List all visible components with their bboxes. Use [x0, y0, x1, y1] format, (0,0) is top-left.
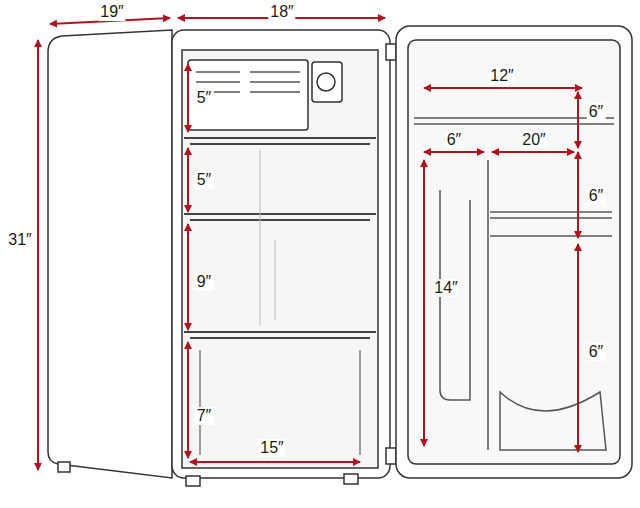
- dimension-line: [424, 87, 582, 89]
- dimension-line: [577, 152, 579, 238]
- rear-wall-line: [260, 150, 275, 325]
- door-shelf: [490, 212, 612, 218]
- dimension-label: 19″: [98, 3, 125, 21]
- dimension-label: 5″: [195, 89, 214, 107]
- dimension-line: [187, 64, 189, 132]
- door-liner: [408, 40, 620, 464]
- dimension-line: [424, 151, 484, 153]
- shelf: [184, 138, 376, 144]
- grille-line: [250, 81, 300, 83]
- dimension-label: 9″: [195, 273, 214, 291]
- dimension-label: 14″: [432, 279, 459, 297]
- grille-line: [196, 71, 240, 73]
- dimension-label: 31″: [6, 231, 33, 249]
- grille-line: [196, 81, 240, 83]
- shelves: [184, 138, 376, 455]
- dimension-label: 5″: [195, 171, 214, 189]
- dimension-line: [187, 342, 189, 458]
- dimension-label: 18″: [268, 3, 295, 21]
- dimension-label: 6″: [587, 187, 606, 205]
- door: [386, 26, 632, 478]
- foot: [344, 474, 358, 484]
- door-shelf: [414, 118, 614, 124]
- divider: [487, 160, 489, 450]
- grille-line: [250, 91, 300, 93]
- dimension-label: 20″: [520, 131, 547, 149]
- dimension-line: [187, 148, 189, 212]
- shelf: [184, 214, 376, 220]
- dimension-line: [492, 151, 574, 153]
- side-panel: [48, 30, 172, 478]
- shelf: [184, 332, 376, 338]
- dimension-label: 6″: [587, 103, 606, 121]
- door-bin: [500, 392, 606, 450]
- dimension-line: [423, 160, 425, 446]
- dimension-label: 6″: [587, 343, 606, 361]
- door-panel: [396, 26, 632, 478]
- dimension-lines: [38, 18, 582, 470]
- dimension-line: [187, 224, 189, 330]
- interior: [182, 50, 378, 468]
- hinge: [386, 44, 396, 60]
- thermostat-dial: [317, 73, 335, 91]
- foot: [186, 476, 200, 486]
- dimension-label: 12″: [488, 67, 515, 85]
- dimension-line: [190, 461, 360, 463]
- front-frame: [172, 30, 390, 478]
- cabinet: [48, 30, 390, 486]
- control-box: [312, 62, 342, 102]
- dimension-line: [577, 244, 579, 452]
- grille-line: [250, 71, 300, 73]
- dimension-label: 15″: [258, 439, 285, 457]
- freezer-box: [188, 60, 308, 130]
- hinge: [386, 448, 396, 464]
- dimension-line: [37, 40, 39, 470]
- dimension-label: 7″: [195, 407, 214, 425]
- door-shelf: [490, 235, 612, 237]
- foot: [58, 462, 70, 472]
- door-bins: [414, 118, 614, 450]
- dimension-label: 6″: [445, 131, 464, 149]
- dimension-line: [577, 92, 579, 148]
